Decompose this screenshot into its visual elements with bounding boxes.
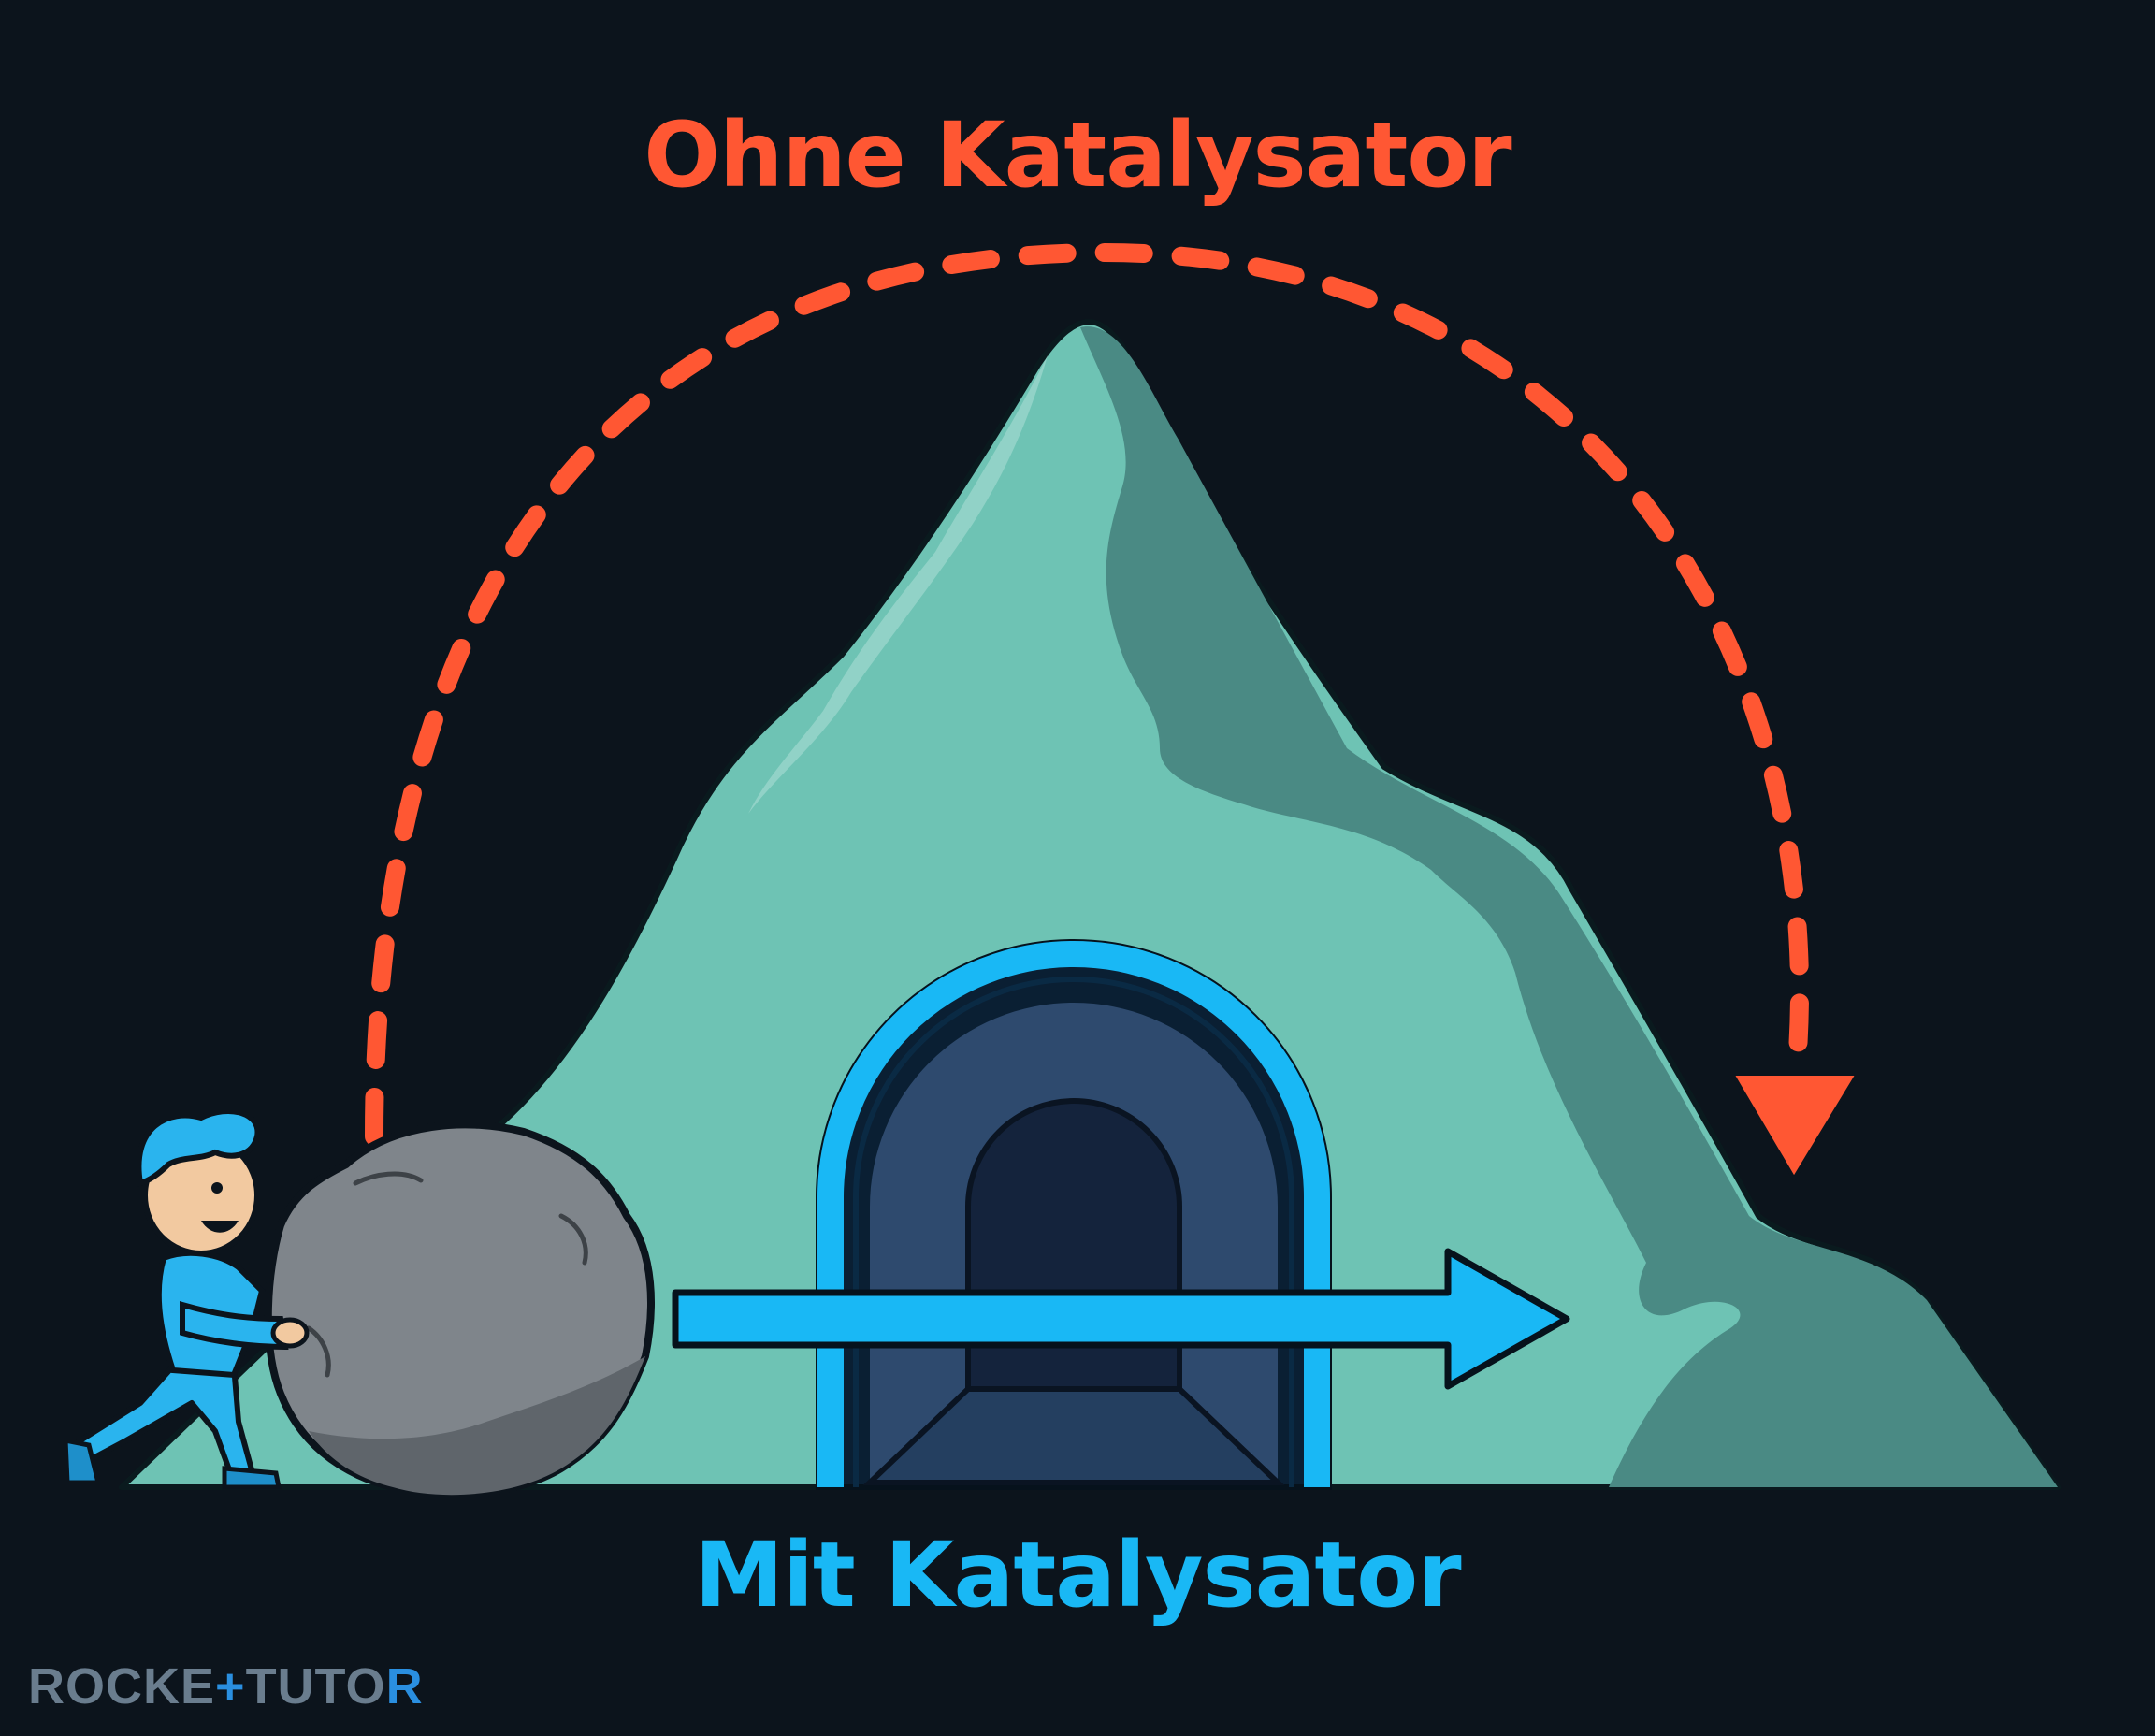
arrow-with-catalyst <box>672 1248 1570 1390</box>
dashed-arc-path <box>365 242 1809 1146</box>
tunnel-arch-blue <box>817 941 1330 1487</box>
mountain-shadow <box>1080 326 2058 1487</box>
logo-part2: TUTO <box>245 1658 386 1714</box>
person-mouth <box>201 1221 239 1233</box>
person-shoes <box>63 1437 282 1490</box>
mountain-highlight <box>748 355 1048 814</box>
person-hand <box>270 1317 310 1349</box>
logo-tail: R <box>385 1658 424 1714</box>
rocketutor-logo: ROCKE+TUTOR <box>28 1657 424 1715</box>
person-eye <box>211 1182 223 1194</box>
person-pushing-icon <box>63 1107 310 1490</box>
logo-part1: ROCKE <box>28 1658 216 1714</box>
arc-without-catalyst <box>365 242 1859 1180</box>
boulder-shade <box>309 1356 645 1496</box>
arrow-down-icon <box>1730 1072 1859 1180</box>
person-hair <box>136 1107 261 1187</box>
label-without-catalyst: Ohne Katalysator <box>644 103 1511 208</box>
boulder-crack <box>306 1171 588 1378</box>
tunnel-arch-inner-line <box>853 976 1294 1487</box>
person-legs <box>70 1358 255 1485</box>
tunnel-floor <box>862 1386 1285 1485</box>
tunnel-icon <box>816 939 1332 1490</box>
label-with-catalyst: Mit Katalysator <box>694 1523 1461 1628</box>
boulder-icon <box>264 1121 655 1499</box>
logo-plus: + <box>215 1658 246 1714</box>
arrow-right-icon <box>672 1248 1570 1390</box>
